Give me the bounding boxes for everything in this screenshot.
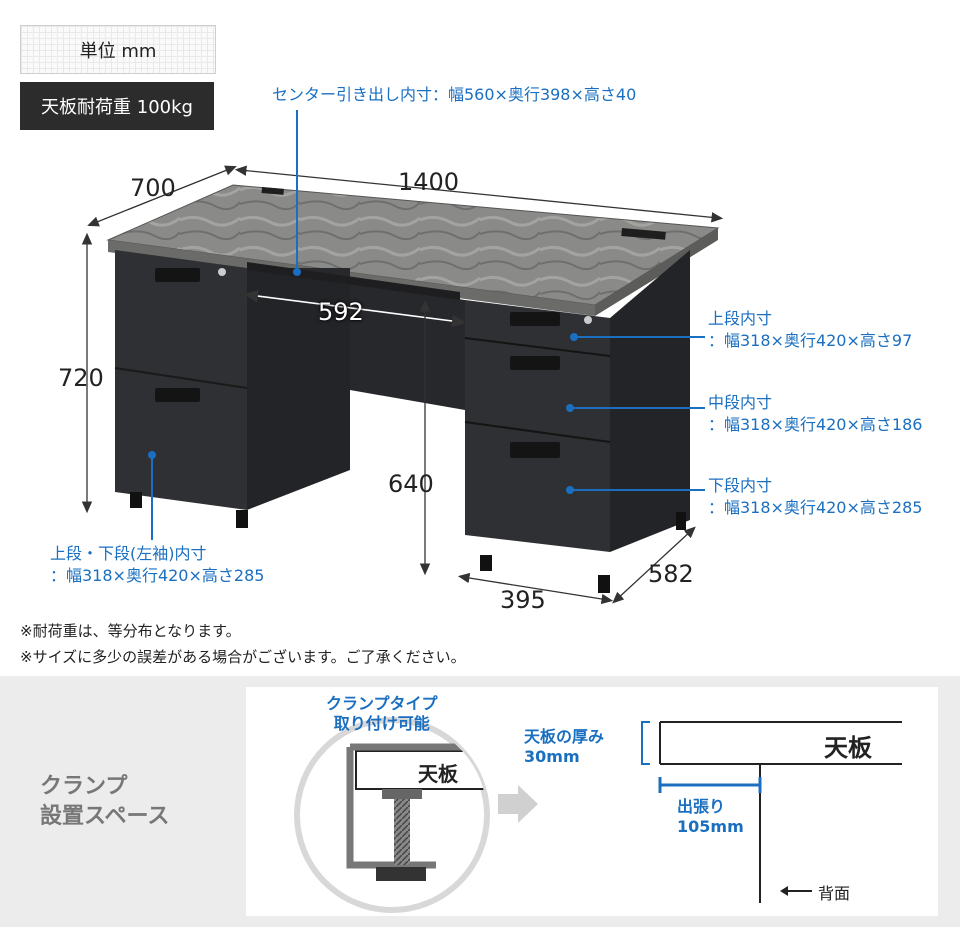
desk-illustration xyxy=(81,110,724,605)
lower-drawer-title: 下段内寸 xyxy=(708,476,773,495)
height-dimension: 720 xyxy=(58,364,104,392)
left-drawer-title: 上段・下段(左袖)内寸 xyxy=(50,544,207,563)
clamp-diagram xyxy=(294,717,902,913)
upper-drawer-title: 上段内寸 xyxy=(708,309,773,328)
unit-label: 単位 mm xyxy=(20,25,216,74)
upper-drawer-size: ：幅318×奥行420×高さ97 xyxy=(708,331,913,350)
thickness-line2: 30mm xyxy=(524,747,580,766)
clamp-type-line1: クランプタイプ xyxy=(326,694,438,713)
clamp-title-line2: 設置スペース xyxy=(40,804,170,829)
knee-width-dimension: 592 xyxy=(318,298,364,326)
load-capacity-label: 天板耐荷重 100kg xyxy=(20,82,214,130)
tenban-diagram-label: 天板 xyxy=(824,734,872,762)
thickness-label: 天板の厚み 30mm xyxy=(524,727,604,767)
lower-drawer-size: ：幅318×奥行420×高さ285 xyxy=(708,498,923,517)
back-label: 背面 xyxy=(818,884,851,903)
clamp-type-label: クランプタイプ 取り付け可能 xyxy=(326,694,438,734)
knee-height-dimension: 640 xyxy=(388,470,434,498)
pedestal-width-dimension: 395 xyxy=(500,586,546,614)
middle-drawer-title: 中段内寸 xyxy=(708,393,773,412)
thickness-line1: 天板の厚み xyxy=(524,727,605,746)
width-dimension: 1400 xyxy=(398,168,460,196)
clamp-section-title: クランプ 設置スペース xyxy=(40,772,169,832)
overhang-label: 出張り 105mm xyxy=(677,797,744,837)
center-drawer-callout: センター引き出し内寸：幅560×奥行398×高さ40 xyxy=(272,85,637,104)
size-note: ※サイズに多少の誤差がある場合がございます。ご了承ください。 xyxy=(20,648,466,666)
middle-drawer-size: ：幅318×奥行420×高さ186 xyxy=(708,415,923,434)
left-drawer-size: ：幅318×奥行420×高さ285 xyxy=(50,566,265,585)
depth-dimension: 700 xyxy=(130,174,176,202)
pedestal-depth-dimension: 582 xyxy=(648,560,694,588)
clamp-type-line2: 取り付け可能 xyxy=(333,714,430,733)
overhang-line2: 105mm xyxy=(677,817,744,836)
tenban-circle-label: 天板 xyxy=(418,762,458,786)
load-note: ※耐荷重は、等分布となります。 xyxy=(20,622,241,640)
clamp-title-line1: クランプ xyxy=(40,774,128,799)
overhang-line1: 出張り xyxy=(677,797,726,816)
